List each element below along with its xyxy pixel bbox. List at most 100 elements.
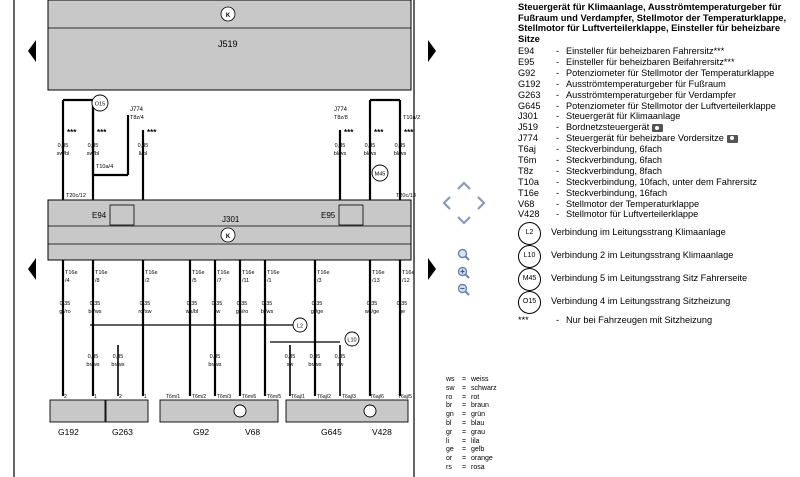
m45-label: M45	[375, 172, 386, 178]
t16e-label: T16e	[317, 270, 330, 276]
t16e-label: T16e	[95, 270, 108, 276]
j774-right-sub: T8z/8	[334, 115, 348, 121]
color-code: rs=rosa	[446, 463, 485, 471]
component-label: G645	[321, 427, 342, 437]
zoom-fit-icon[interactable]	[457, 248, 470, 261]
t16e-wire-color: ws/bl	[185, 309, 199, 315]
component-box	[105, 399, 149, 423]
t16e-label: T16e	[145, 270, 158, 276]
color-code: ge=gelb	[446, 446, 485, 454]
t16e-wire-color: gr/ro	[59, 309, 70, 315]
lower-wire: 0,35	[285, 354, 296, 360]
t10a-left-label: T10a/4	[96, 164, 113, 170]
lower-wire-color: sw	[337, 362, 344, 368]
o15-label: O15	[95, 102, 105, 108]
next-page-arrow-icon[interactable]	[428, 40, 436, 62]
j774-left-sub: T8z/4	[130, 115, 144, 121]
connection-circle: M45	[518, 267, 541, 291]
lower-wire-color: br/ws	[111, 362, 124, 368]
legend-item: T6aj-Steckverbindung, 6fach	[518, 144, 663, 155]
t16e-pin: /8	[95, 278, 100, 284]
t10a-right-label: T10a/2	[403, 115, 420, 121]
t16e-pin: /12	[402, 278, 410, 284]
component-box	[159, 399, 279, 423]
legend-item: J519-Bordnetzsteuergerät	[518, 122, 800, 134]
component-label: V428	[372, 427, 392, 437]
upper-wire: 0,35	[365, 143, 376, 149]
e94-label: E94	[92, 211, 107, 220]
upper-wire-color: bl/ws	[394, 151, 407, 157]
legend-item: E95-Einsteller für beheizbaren Beifahrer…	[518, 57, 735, 68]
bottom-pin-label: T6m/6	[242, 394, 256, 400]
star-marker: ***	[374, 128, 384, 137]
j774-right-label: J774	[334, 107, 348, 113]
pan-control-icon[interactable]	[441, 180, 487, 226]
t16e-wire-color: gn/ro	[236, 309, 249, 315]
lower-wire: 0,35	[335, 354, 346, 360]
t16e-wire: 0,35	[397, 301, 408, 307]
l10-label: L10	[347, 338, 356, 344]
component-label: G92	[193, 427, 209, 437]
t16e-wire-color: gr/ge	[311, 309, 324, 315]
bottom-pin-label: T6aj/2	[317, 394, 331, 400]
camera-icon[interactable]	[652, 124, 664, 133]
legend-item: E94-Einsteller für beheizbaren Fahrersit…	[518, 46, 725, 57]
t16e-pin: /2	[145, 278, 150, 284]
camera-icon[interactable]	[726, 134, 738, 143]
t16e-pin: /13	[372, 278, 380, 284]
legend-item: T6m-Steckverbindung, 6fach	[518, 155, 663, 166]
zoom-out-icon[interactable]	[457, 283, 470, 296]
ground-label-2: K	[226, 234, 231, 240]
t16e-wire: 0,35	[237, 301, 248, 307]
t16e-wire-color: sw	[214, 309, 221, 315]
component-label: V68	[245, 427, 260, 437]
t16e-wire-color: br/ws	[88, 309, 101, 315]
bottom-pin-label: 1	[94, 394, 97, 400]
bottom-pin-label: T6aj/6	[370, 394, 384, 400]
upper-wire-color: bl/ws	[364, 151, 377, 157]
t16e-wire-color: ws/ge	[364, 309, 379, 315]
t16e-label: T16e	[192, 270, 205, 276]
connection-circle: L10	[518, 244, 541, 268]
color-code: or=orange	[446, 455, 493, 463]
upper-wire: 0,35	[58, 143, 69, 149]
star-marker: ***	[404, 128, 414, 137]
t16e-pin: /5	[192, 278, 197, 284]
color-code: sw=schwarz	[446, 384, 497, 392]
t16e-wire-color: ge	[399, 309, 405, 315]
t16e-label: T16e	[402, 270, 415, 276]
upper-wire: 0,35	[138, 143, 149, 149]
legend-title: Steuergerät für Klimaanlage, Ausströmtem…	[518, 1, 787, 44]
bottom-pin-label: T6m/2	[192, 394, 206, 400]
upper-wire-color: li/bl	[139, 151, 147, 157]
bottom-pin-label: T6aj/5	[398, 394, 412, 400]
legend-list: E94-Einsteller für beheizbaren Fahrersit…	[518, 46, 800, 220]
legend-item: J774-Steuergerät für beheizbare Vordersi…	[518, 133, 800, 145]
m45-node	[371, 164, 389, 182]
upper-wire: 0,35	[395, 143, 406, 149]
legend-note: *** - Nur bei Fahrzeugen mit Sitzheizung	[518, 315, 713, 326]
t16e-wire: 0,35	[312, 301, 323, 307]
color-code: br=braun	[446, 402, 489, 410]
zoom-in-icon[interactable]	[457, 266, 470, 279]
legend-item: G645-Potenziometer für Stellmotor der Lu…	[518, 100, 776, 111]
prev-page-arrow-icon-lower[interactable]	[28, 258, 36, 280]
bottom-pin-label: T6m/5	[267, 394, 281, 400]
next-page-arrow-icon-lower[interactable]	[428, 258, 436, 280]
ground-symbol-icon	[220, 6, 236, 22]
t20c-right-label: T20c/13	[396, 193, 416, 199]
star-marker: ***	[344, 128, 354, 137]
t16e-wire: 0,35	[140, 301, 151, 307]
bottom-pin-label: T6m/1	[166, 394, 180, 400]
upper-wire-color: bl/ws	[334, 151, 347, 157]
t16e-pin: /3	[317, 278, 322, 284]
t16e-pin: /4	[65, 278, 70, 284]
connection-circle: O15	[518, 290, 541, 314]
prev-page-arrow-icon[interactable]	[28, 40, 36, 62]
bottom-pin-label: 2	[64, 394, 67, 400]
t16e-label: T16e	[242, 270, 255, 276]
lower-wire-color: br/ws	[208, 362, 221, 368]
l2-label: L2	[297, 324, 303, 330]
